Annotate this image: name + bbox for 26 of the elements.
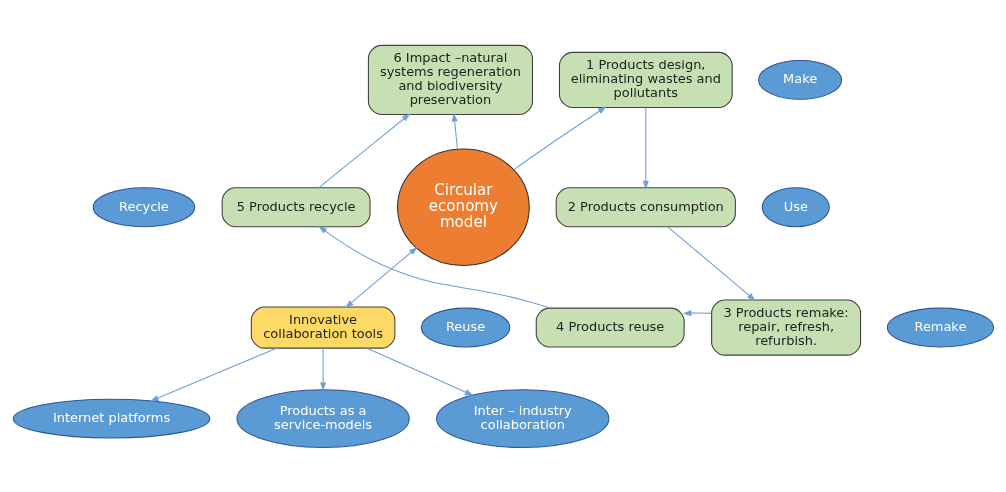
node-ellipse: Make bbox=[757, 59, 842, 100]
node-ellipse: Circular economy model bbox=[396, 147, 530, 266]
node-ellipse: Remake bbox=[886, 307, 994, 348]
node-box: 5 Products recycle bbox=[221, 186, 371, 227]
node-box: 1 Products design, eliminating wastes and pollutants bbox=[558, 51, 733, 108]
arrow bbox=[317, 113, 410, 188]
node-box: 6 Impact –natural systems regeneration and biodiversity preservation bbox=[367, 44, 533, 115]
arrow bbox=[319, 347, 326, 391]
arrow bbox=[682, 309, 712, 316]
arrow bbox=[344, 246, 418, 308]
node-ellipse: Internet platforms bbox=[12, 398, 210, 439]
node-ellipse: Recycle bbox=[92, 186, 195, 227]
arrow bbox=[317, 225, 551, 309]
node-box: 4 Products reuse bbox=[535, 307, 685, 348]
arrow bbox=[666, 225, 756, 301]
arrow bbox=[512, 106, 606, 170]
arrow bbox=[642, 106, 649, 189]
node-ellipse: Products as a service-models bbox=[235, 388, 410, 448]
node-box: 3 Products remake: repair, refresh, refurbish. bbox=[710, 299, 861, 356]
node-ellipse: Reuse bbox=[420, 307, 510, 348]
arrow bbox=[149, 347, 277, 401]
node-box: 2 Products consumption bbox=[555, 186, 736, 227]
arrow bbox=[451, 112, 458, 149]
arrow bbox=[365, 347, 473, 396]
node-box: Innovative collaboration tools bbox=[250, 306, 395, 349]
node-ellipse: Use bbox=[761, 186, 830, 227]
